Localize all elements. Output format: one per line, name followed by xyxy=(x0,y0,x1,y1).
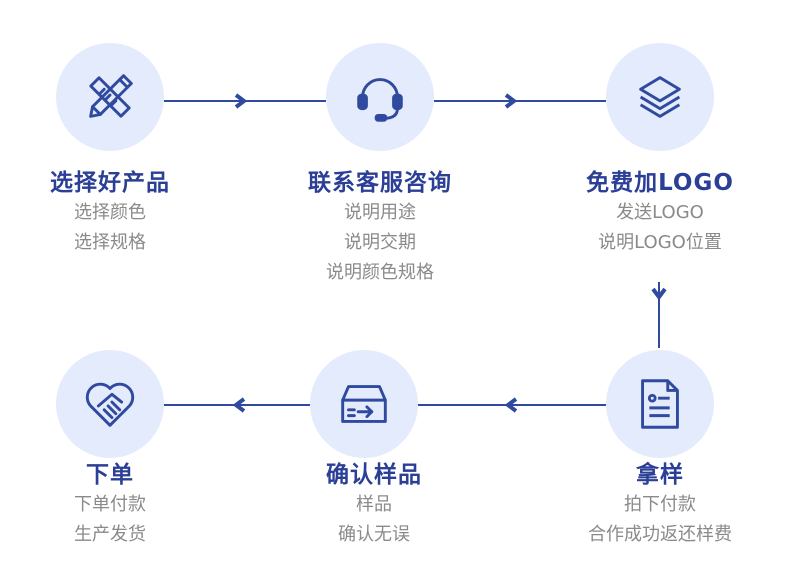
arrow-down-icon xyxy=(651,287,667,301)
step-detail: 拍下付款 xyxy=(624,494,696,515)
step-detail: 选择规格 xyxy=(74,232,146,253)
connector-line-3-4 xyxy=(658,282,660,348)
step-title: 免费加LOGO xyxy=(586,170,734,196)
headset-icon xyxy=(357,78,403,122)
arrow-right-icon xyxy=(234,93,248,109)
step-detail: 选择颜色 xyxy=(74,202,146,223)
step-detail: 生产发货 xyxy=(74,524,146,545)
step-4-circle xyxy=(606,350,714,458)
step-4-text: 拿样 拍下付款 合作成功返还样费 xyxy=(550,460,770,550)
step-1-circle xyxy=(56,43,164,151)
step-detail: 合作成功返还样费 xyxy=(588,524,732,545)
step-detail: 说明LOGO位置 xyxy=(598,232,722,253)
connector-line-2-3 xyxy=(434,100,606,102)
arrow-right-icon xyxy=(504,93,518,109)
step-3-circle xyxy=(606,43,714,151)
step-title: 拿样 xyxy=(636,462,684,488)
inbox-box-icon xyxy=(341,385,387,423)
arrow-left-icon xyxy=(504,397,518,413)
step-detail: 说明用途 xyxy=(344,202,416,223)
step-2-text: 联系客服咨询 说明用途 说明交期 说明颜色规格 xyxy=(270,168,490,288)
document-icon xyxy=(641,379,679,429)
handshake-heart-icon xyxy=(85,382,135,427)
step-detail: 说明交期 xyxy=(344,232,416,253)
step-1-text: 选择好产品 选择颜色 选择规格 xyxy=(0,168,220,258)
step-detail: 发送LOGO xyxy=(616,202,704,223)
step-3-text: 免费加LOGO 发送LOGO 说明LOGO位置 xyxy=(550,168,770,258)
step-detail: 说明颜色规格 xyxy=(326,262,434,283)
step-6-text: 下单 下单付款 生产发货 xyxy=(0,460,220,550)
step-detail: 确认无误 xyxy=(338,524,410,545)
step-6-circle xyxy=(56,350,164,458)
arrow-left-icon xyxy=(232,397,246,413)
step-5-circle xyxy=(310,350,418,458)
step-detail: 下单付款 xyxy=(74,494,146,515)
connector-line-4-5 xyxy=(418,404,606,406)
step-5-text: 确认样品 样品 确认无误 xyxy=(264,460,484,550)
step-2-circle xyxy=(326,43,434,151)
pencil-ruler-icon xyxy=(89,74,133,118)
step-title: 下单 xyxy=(86,462,134,488)
step-title: 选择好产品 xyxy=(50,170,170,196)
layers-icon xyxy=(639,76,681,118)
step-title: 联系客服咨询 xyxy=(308,170,452,196)
step-detail: 样品 xyxy=(356,494,392,515)
step-title: 确认样品 xyxy=(326,462,422,488)
